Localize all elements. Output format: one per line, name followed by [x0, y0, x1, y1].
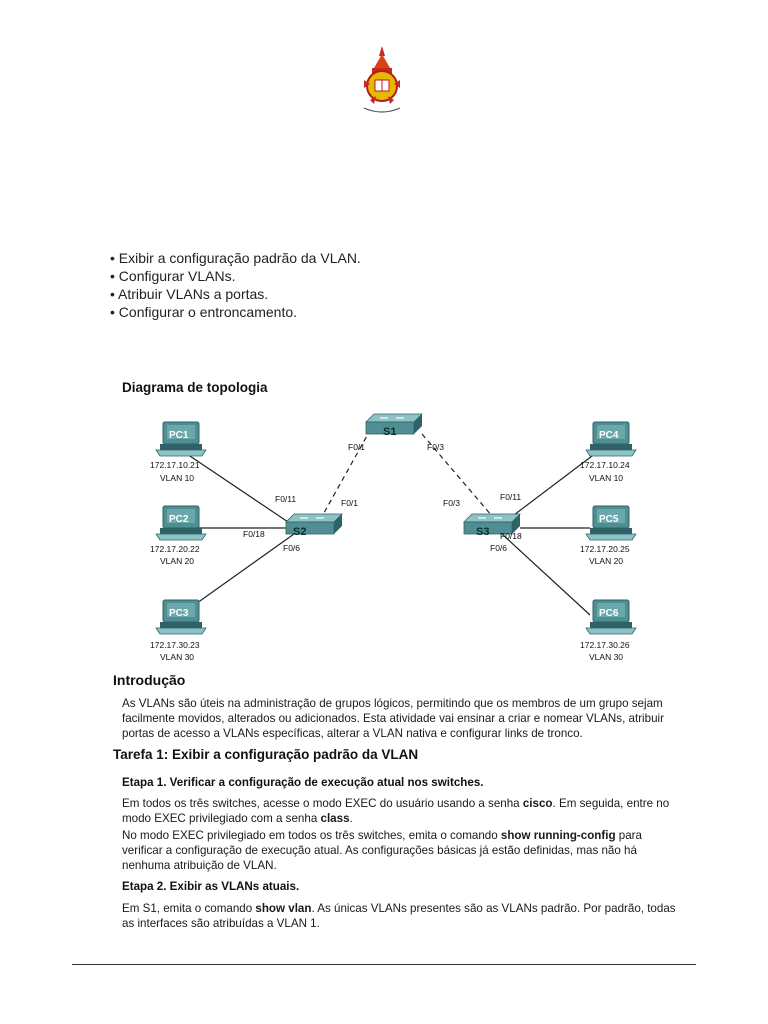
port-label: F0/1	[348, 442, 365, 452]
intro-paragraph: As VLANs são úteis na administração de g…	[122, 697, 664, 740]
switch-label: S2	[293, 526, 306, 538]
step1-paragraph-1: Em todos os três switches, acesse o modo…	[122, 797, 670, 825]
port-label: F0/6	[490, 543, 507, 553]
pc-ip: 172.17.10.21	[150, 460, 200, 470]
pc-label: PC1	[169, 430, 189, 441]
step1-heading: Etapa 1. Verificar a configuração de exe…	[122, 776, 484, 789]
diagram-title: Diagrama de topologia	[122, 380, 268, 395]
university-logo	[363, 46, 401, 113]
port-label: F0/3	[427, 442, 444, 452]
pc-pc4: PC4 172.17.10.24 VLAN 10	[580, 421, 637, 483]
pc-ip: 172.17.30.23	[150, 640, 200, 650]
port-label: F0/18	[500, 531, 522, 541]
port-label: F0/11	[275, 494, 296, 504]
switch-label: S1	[383, 426, 396, 438]
pc-ip: 172.17.10.24	[580, 460, 630, 470]
pc-vlan: VLAN 30	[589, 652, 623, 662]
port-label: F0/3	[443, 498, 460, 508]
pc-vlan: VLAN 10	[160, 473, 194, 483]
links	[175, 433, 597, 619]
pc-vlan: VLAN 10	[589, 473, 623, 483]
pc-label: PC5	[599, 514, 619, 525]
pc-vlan: VLAN 20	[160, 556, 194, 566]
switch-s1: S1	[365, 413, 423, 438]
step2-heading: Etapa 2. Exibir as VLANs atuais.	[122, 880, 300, 893]
topology-diagram: Diagrama de topologia S1 S2 S3 F0/1 F0/3…	[122, 380, 637, 662]
pc-label: PC3	[169, 608, 189, 619]
pc-vlan: VLAN 20	[589, 556, 623, 566]
pc-ip: 172.17.30.26	[580, 640, 630, 650]
pc-ip: 172.17.20.22	[150, 544, 200, 554]
pc-ip: 172.17.20.25	[580, 544, 630, 554]
port-label: F0/1	[341, 498, 358, 508]
objective-item: • Atribuir VLANs a portas.	[110, 286, 269, 302]
port-label: F0/18	[243, 529, 265, 539]
pc-pc5: PC5 172.17.20.25 VLAN 20	[580, 505, 637, 566]
switch-s3: S3	[463, 513, 521, 538]
pc-pc2: PC2 172.17.20.22 VLAN 20	[150, 505, 207, 566]
objective-item: • Exibir a configuração padrão da VLAN.	[110, 250, 361, 266]
footer-divider	[72, 964, 696, 965]
step2-paragraph: Em S1, emita o comando show vlan. As úni…	[122, 902, 676, 930]
port-label: F0/6	[283, 543, 300, 553]
pc-label: PC6	[599, 608, 619, 619]
pc-pc6: PC6 172.17.30.26 VLAN 30	[580, 599, 637, 662]
pc-label: PC4	[599, 430, 619, 441]
task1-heading: Tarefa 1: Exibir a configuração padrão d…	[113, 747, 419, 762]
pc-pc1: PC1 172.17.10.21 VLAN 10	[150, 421, 207, 483]
port-label: F0/11	[500, 492, 521, 502]
objective-item: • Configurar o entroncamento.	[110, 304, 298, 320]
objective-item: • Configurar VLANs.	[110, 268, 236, 284]
pc-vlan: VLAN 30	[160, 652, 194, 662]
pc-pc3: PC3 172.17.30.23 VLAN 30	[150, 599, 207, 662]
switch-s2: S2	[285, 513, 343, 538]
objectives-list: • Exibir a configuração padrão da VLAN. …	[110, 249, 361, 321]
switch-label: S3	[476, 526, 489, 538]
intro-heading: Introdução	[113, 672, 186, 688]
pc-label: PC2	[169, 514, 189, 525]
step1-paragraph-2: No modo EXEC privilegiado em todos os tr…	[122, 829, 642, 872]
